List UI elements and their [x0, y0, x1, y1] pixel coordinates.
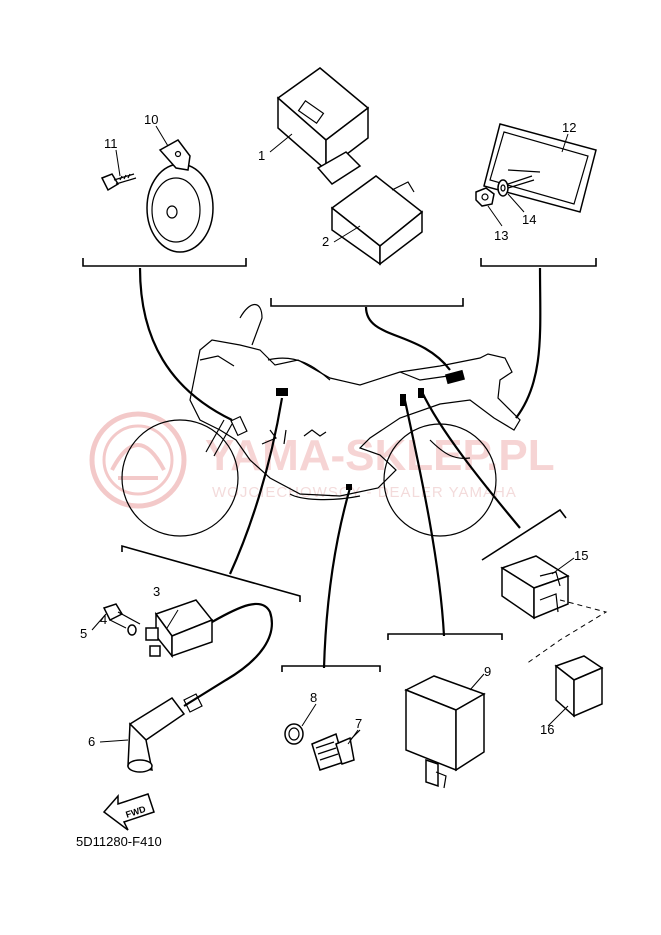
coupler[interactable] [500, 555, 570, 620]
callout-13: 13 [494, 228, 508, 243]
drawing-code: 5D11280-F410 [76, 834, 162, 849]
group-brackets [82, 258, 597, 672]
callout-16: 16 [540, 722, 554, 737]
ecu-cover[interactable] [330, 175, 424, 266]
neutral-switch[interactable] [311, 729, 361, 771]
watermark-logo [89, 411, 187, 509]
callout-6: 6 [88, 734, 95, 749]
callout-12: 12 [562, 120, 576, 135]
callout-14: 14 [522, 212, 536, 227]
callout-4: 4 [100, 612, 107, 627]
spark-plug-cap[interactable] [127, 697, 186, 773]
callout-leaders [91, 125, 575, 745]
coupler-cover[interactable] [554, 655, 604, 718]
washer[interactable] [497, 179, 509, 197]
callout-3: 3 [153, 584, 160, 599]
callout-7: 7 [355, 716, 362, 731]
fwd-arrow: FWD [102, 793, 155, 831]
connection-wires [138, 267, 542, 669]
callout-9: 9 [484, 664, 491, 679]
ignition-coil-assembly[interactable] [102, 599, 273, 773]
rectifier-assembly[interactable] [475, 123, 597, 213]
motorcycle-silhouette [121, 303, 521, 537]
gasket[interactable] [284, 723, 304, 745]
neutral-switch-assembly[interactable] [284, 723, 361, 771]
callout-10: 10 [144, 112, 158, 127]
horn-bolt[interactable] [100, 173, 137, 192]
ecu-unit[interactable] [276, 67, 370, 185]
callout-11: 11 [104, 136, 118, 151]
callout-8: 8 [310, 690, 317, 705]
watermark: YAMA-SKLEP.PL WOJCIECHOWSCY - DEALER YAM… [89, 411, 555, 509]
ignition-coil[interactable] [145, 599, 214, 659]
callout-2: 2 [322, 234, 329, 249]
callouts: 1 2 3 4 5 6 7 8 9 10 11 12 13 14 15 16 [80, 112, 588, 749]
relay[interactable] [404, 675, 486, 789]
horn-assembly[interactable] [100, 139, 214, 253]
frame-outline [189, 339, 521, 497]
coupler-assembly[interactable] [500, 555, 608, 718]
callout-1: 1 [258, 148, 265, 163]
horn[interactable] [146, 163, 214, 253]
rectifier-plate[interactable] [483, 123, 597, 213]
hightension-cord [183, 602, 273, 707]
rear-wheel [383, 423, 497, 537]
coil-bolt[interactable] [102, 603, 141, 625]
callout-5: 5 [80, 626, 87, 641]
callout-15: 15 [574, 548, 588, 563]
nut[interactable] [475, 187, 495, 207]
front-wheel [121, 419, 239, 537]
coil-washer[interactable] [127, 624, 137, 636]
